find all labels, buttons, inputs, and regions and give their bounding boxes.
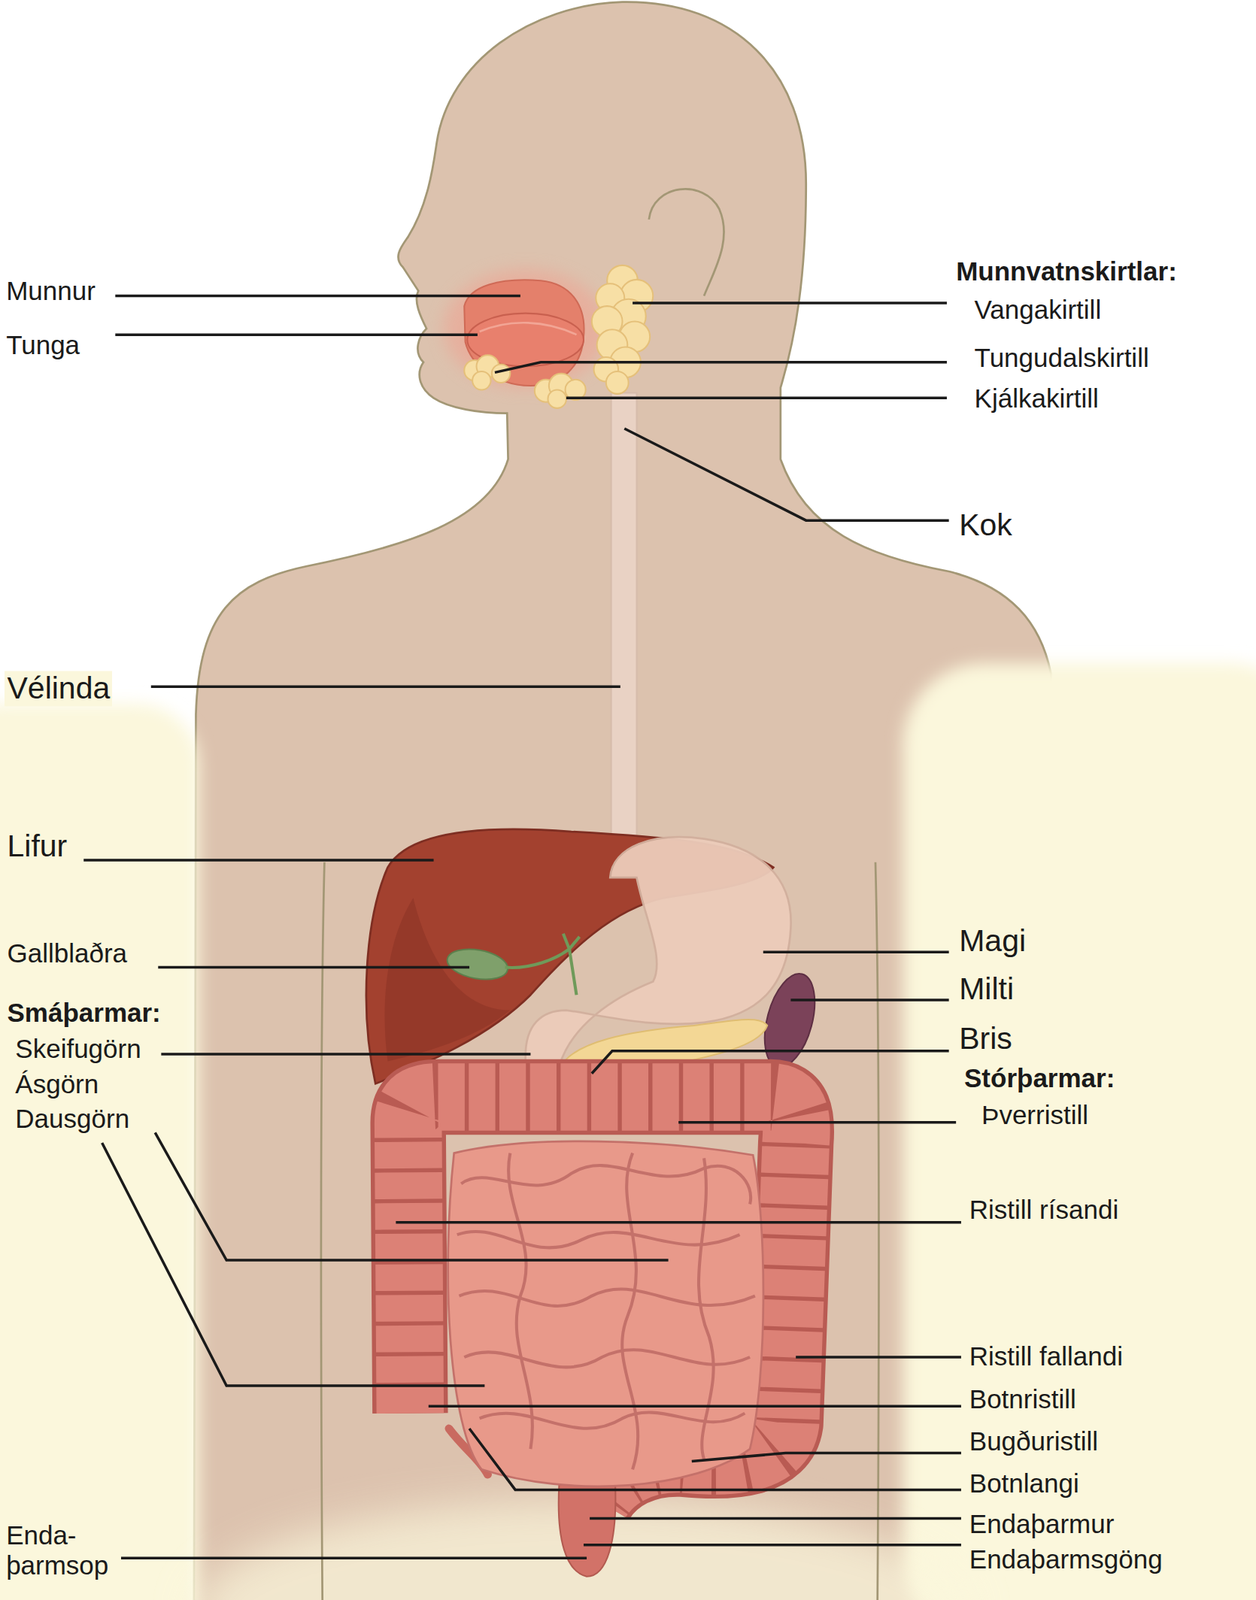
leader-line [591,1051,950,1074]
small-intestine-loops [457,1153,756,1471]
part-label: Vangakirtill [972,294,1105,325]
leader-line [102,1143,486,1387]
part-label: Enda- þarmsop [3,1520,122,1582]
group-heading: Munnvatnskirtlar: [953,256,1180,287]
submandibular-gland [534,373,586,409]
leader-line [678,1121,956,1125]
group-heading: Smáþarmar: [4,998,163,1029]
arm-line [321,862,325,1600]
part-label: Ristill rísandi [967,1195,1121,1226]
part-label: Kjálkakirtill [972,383,1102,414]
mouth-glow [443,269,607,388]
leader-line [428,1404,962,1408]
leader-line [157,966,470,970]
leader-line [395,1221,962,1225]
leader-line [566,397,947,401]
ear [649,188,725,296]
part-label: Bris [956,1022,1015,1058]
part-label: Gallblaðra [4,938,130,969]
leader-line [691,1453,962,1463]
part-label: Milti [956,971,1017,1008]
sublingual-gland [464,354,510,390]
bile-duct [505,934,580,996]
esophagus [611,393,638,883]
leader-line [151,685,621,689]
part-label: Botnristill [967,1384,1079,1415]
part-label: Þverristill [979,1100,1091,1131]
part-label: Magi [956,924,1029,960]
part-label: Ásgörn [12,1069,101,1100]
leader-line [494,362,947,374]
glow-panel [903,663,1256,1600]
leader-line [583,1544,962,1548]
group-heading: Stórþarmar: [961,1063,1117,1094]
part-label: Munnur [3,276,98,307]
part-label: Kok [956,507,1015,544]
leader-line [160,1052,531,1056]
rectum [558,1485,616,1578]
leader-line [469,1428,962,1490]
small-intestine [448,1141,764,1487]
leader-line [763,950,950,954]
large-intestine [408,1097,797,1501]
leader-line [624,428,949,521]
leader-line [115,333,478,337]
leader-line [795,1356,962,1360]
parotid-gland [591,265,653,395]
part-label: Dausgörn [12,1104,132,1135]
part-label: Endaþarmur [967,1509,1117,1540]
leader-line [154,1132,668,1261]
spleen [755,968,825,1074]
leader-line [120,1557,587,1561]
liver-shade [384,898,510,1062]
leader-lines [83,296,962,1560]
part-label: Tunga [3,329,82,360]
leader-line [589,1517,962,1521]
leader-line [790,998,949,1002]
tongue-highlight [479,322,577,335]
part-label: Lifur [4,828,70,865]
glow-panel [0,703,200,1600]
part-label: Ristill fallandi [967,1341,1126,1372]
part-label: Tungudalskirtill [972,342,1152,374]
part-label: Endaþarmsgöng [967,1544,1165,1575]
part-label: Skeifugörn [12,1033,143,1064]
part-label: Vélinda [4,670,113,707]
leader-line [83,858,434,862]
leader-line [632,301,947,305]
part-label: Botnlangi [967,1468,1082,1499]
gallbladder [445,945,511,985]
part-label: Bugðuristill [967,1426,1101,1457]
large-intestine [408,1097,797,1501]
leader-line [115,294,521,298]
